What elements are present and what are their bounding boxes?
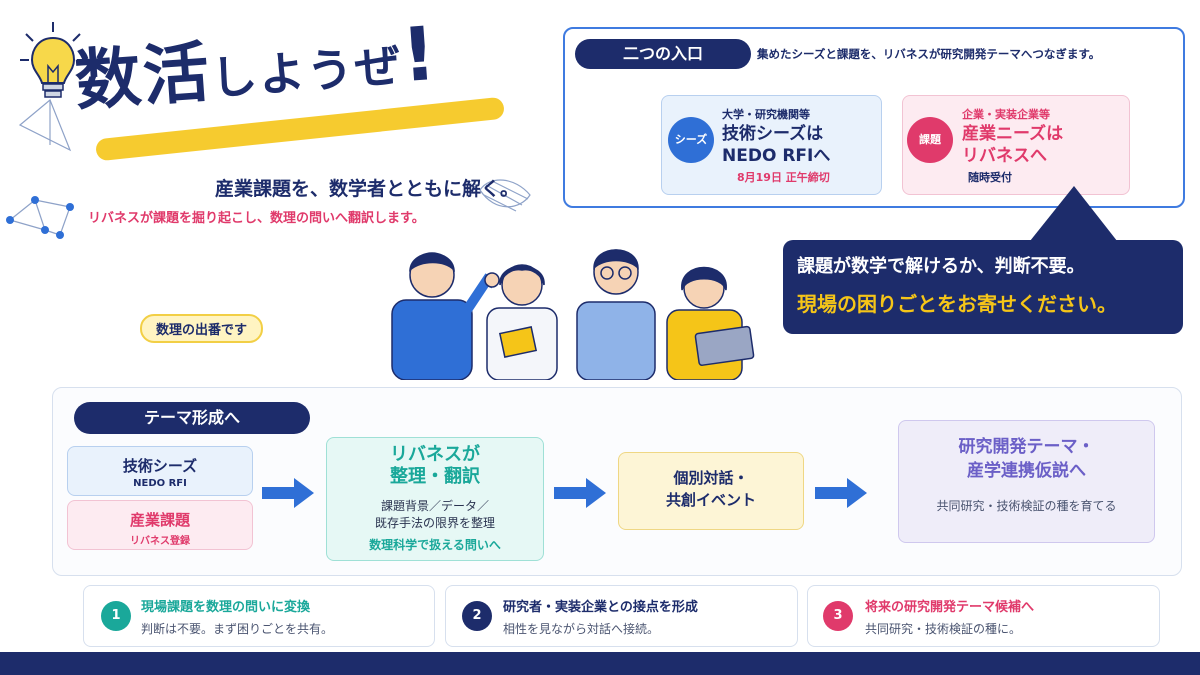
point-number: 2: [462, 601, 492, 631]
seeds-line2: NEDO RFIへ: [722, 146, 831, 166]
point-card: [83, 585, 435, 647]
hero-tagline: リバネスが課題を掘り起こし、数理の問いへ翻訳します。: [88, 211, 425, 226]
step2-line1: 個別対話・: [673, 469, 749, 487]
point-card: [807, 585, 1160, 647]
step-rivaness-card: リバネスが 整理・翻訳 課題背景／データ／ 既存手法の限界を整理 数理科学で扱え…: [326, 437, 544, 561]
callout-pointer: [1026, 186, 1121, 246]
point-title: 現場課題を数理の問いに変換: [141, 600, 311, 615]
step1-footer: 数理科学で扱える問いへ: [369, 538, 501, 552]
step3-line2: 産学連携仮説へ: [967, 461, 1086, 481]
point-number: 1: [101, 601, 131, 631]
entry-description: 集めたシーズと課題を、リバネスが研究開発テーマへつなぎます。: [757, 47, 1101, 61]
input-seeds-card: 技術シーズ NEDO RFI: [67, 446, 253, 496]
seeds-line1: 技術シーズは: [722, 124, 824, 144]
arrow-right-icon: [815, 478, 867, 508]
point-sub: 相性を見ながら対話へ接続。: [503, 622, 660, 636]
seeds-org: 大学・研究機関等: [722, 108, 810, 121]
step1-title-line2: 整理・翻訳: [390, 466, 480, 487]
hero-subtitle: 産業課題を、数学者とともに解く。: [215, 178, 520, 200]
needs-org: 企業・実装企業等: [962, 108, 1050, 121]
footer-bar: [0, 652, 1200, 675]
entry-label: 二つの入口: [575, 39, 751, 69]
needs-deadline: 随時受付: [968, 171, 1012, 184]
flow-label: テーマ形成へ: [74, 402, 310, 434]
lightbulb-icon: [20, 22, 86, 98]
callout-line2: 現場の困りごとをお寄せください。: [797, 292, 1117, 316]
step3-line1: 研究開発テーマ・: [958, 437, 1095, 457]
input-seeds-sub: NEDO RFI: [133, 478, 187, 489]
input-needs-title: 産業課題: [129, 511, 190, 529]
input-needs-sub: リバネス登録: [130, 536, 190, 547]
people-illustration: [391, 249, 755, 380]
point-sub: 判断は不要。まず困りごとを共有。: [141, 622, 334, 636]
point-title: 研究者・実装企業との接点を形成: [503, 600, 698, 615]
step1-body-line1: 課題背景／データ／: [380, 499, 489, 513]
hero-title-small: しようぜ: [209, 38, 405, 106]
needs-line1: 産業ニーズは: [962, 124, 1064, 144]
math-decoration: [6, 99, 531, 239]
step1-title-line1: リバネスが: [390, 444, 480, 465]
seeds-tag: シーズ: [668, 117, 714, 163]
input-needs-card: 産業課題 リバネス登録: [67, 500, 253, 550]
point-number: 3: [823, 601, 853, 631]
step1-body-line2: 既存手法の限界を整理: [374, 516, 495, 530]
arrow-right-icon: [554, 478, 606, 508]
suuri-badge: 数理の出番です: [140, 314, 264, 343]
input-seeds-title: 技術シーズ: [122, 457, 198, 475]
point-title: 将来の研究開発テーマ候補へ: [865, 600, 1035, 615]
step-theme-card: 研究開発テーマ・ 産学連携仮説へ 共同研究・技術検証の種を育てる: [898, 420, 1155, 543]
seeds-deadline: 8月19日 正午締切: [737, 171, 830, 184]
callout-box: [783, 240, 1183, 334]
step3-sub: 共同研究・技術検証の種を育てる: [936, 499, 1117, 513]
hero-title-bang: !: [399, 10, 441, 100]
step2-line2: 共創イベント: [665, 491, 756, 509]
arrow-right-icon: [262, 478, 314, 508]
step-dialog-card: 個別対話・ 共創イベント: [618, 452, 804, 530]
point-card: [445, 585, 798, 647]
hero-title-main: 数活: [72, 33, 214, 121]
point-sub: 共同研究・技術検証の種に。: [865, 622, 1022, 636]
needs-tag: 課題: [907, 117, 953, 163]
needs-line2: リバネスへ: [962, 146, 1047, 166]
callout-line1: 課題が数学で解けるか、判断不要。: [797, 256, 1085, 277]
